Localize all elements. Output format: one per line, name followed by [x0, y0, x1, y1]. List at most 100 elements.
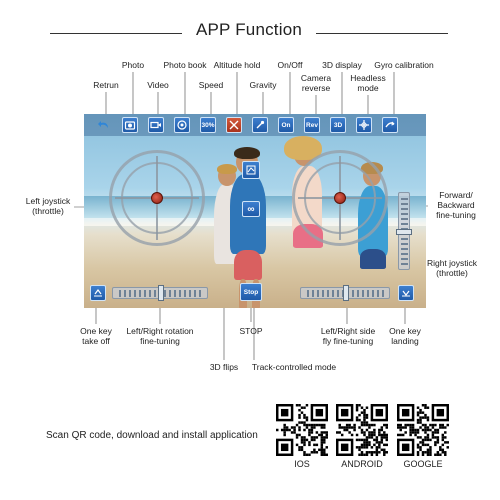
label-photo-book: Photo book: [163, 60, 207, 70]
label-video: Video: [147, 80, 169, 90]
return-arrow-icon: [98, 121, 108, 128]
altitude-hold-icon: [229, 120, 239, 130]
right-joystick[interactable]: [292, 150, 388, 246]
slider-tick: [149, 290, 151, 297]
label-speed: Speed: [198, 80, 224, 90]
slider-tick: [119, 290, 121, 297]
left-joystick-knob[interactable]: [151, 192, 163, 204]
qr-code-google[interactable]: [397, 404, 449, 456]
right-joystick-knob[interactable]: [334, 192, 346, 204]
slider-tick: [401, 238, 408, 240]
side-fly-slider-thumb[interactable]: [343, 285, 349, 301]
slider-tick: [164, 290, 166, 297]
top-toolbar: 30% On Rev 3D: [84, 114, 426, 136]
slider-tick: [134, 290, 136, 297]
camera-reverse-button[interactable]: Rev: [304, 117, 320, 133]
forward-backward-slider[interactable]: [396, 192, 412, 270]
photo-button[interactable]: [122, 117, 138, 133]
label-right-joystick: Right joystick(throttle): [426, 258, 478, 278]
label-left-joystick: Left joystick(throttle): [25, 196, 71, 216]
slider-tick: [327, 290, 329, 297]
slider-tick: [401, 208, 408, 210]
label-track-mode: Track-controlled mode: [251, 362, 337, 372]
right-joystick-outer-ring: [292, 150, 388, 246]
slider-tick: [322, 290, 324, 297]
label-altitude-hold: Altitude hold: [213, 60, 261, 70]
side-fly-fine-tuning-slider[interactable]: [300, 285, 390, 301]
video-button[interactable]: [148, 117, 164, 133]
left-joystick[interactable]: [109, 150, 205, 246]
on-off-button[interactable]: On: [278, 117, 294, 133]
label-stop: STOP: [239, 326, 263, 336]
slider-tick: [401, 223, 408, 225]
app-screen: 30% On Rev 3D ∞: [84, 114, 426, 308]
slider-tick: [401, 248, 408, 250]
one-key-landing-button[interactable]: [398, 285, 414, 301]
rotation-slider-thumb[interactable]: [158, 285, 164, 301]
page-title: APP Function: [195, 20, 303, 39]
slider-tick: [169, 290, 171, 297]
rotation-fine-tuning-slider[interactable]: [112, 285, 208, 301]
slider-tick: [401, 243, 408, 245]
slider-tick: [337, 290, 339, 297]
slider-tick: [401, 203, 408, 205]
track-mode-button[interactable]: [242, 161, 260, 179]
scan-instruction: Scan QR code, download and install appli…: [46, 430, 258, 441]
return-button[interactable]: [96, 117, 112, 133]
label-gyro-calibration: Gyro calibration: [374, 60, 434, 70]
speed-button[interactable]: 30%: [200, 117, 216, 133]
track-mode-icon: [246, 165, 256, 175]
3d-display-button[interactable]: 3D: [330, 117, 346, 133]
slider-tick: [401, 253, 408, 255]
slider-tick: [307, 290, 309, 297]
label-on-off: On/Off: [277, 60, 303, 70]
slider-tick: [184, 290, 186, 297]
slider-tick: [401, 218, 408, 220]
one-key-takeoff-button[interactable]: [90, 285, 106, 301]
slider-tick: [367, 290, 369, 297]
slider-tick: [179, 290, 181, 297]
label-3d-display: 3D display: [322, 60, 362, 70]
qr-android-icon: [336, 404, 388, 456]
slider-tick: [332, 290, 334, 297]
slider-tick: [129, 290, 131, 297]
slider-tick: [154, 290, 156, 297]
headless-mode-button[interactable]: [356, 117, 372, 133]
camera-icon: [124, 121, 136, 130]
slider-tick: [401, 258, 408, 260]
qr-google-icon: [397, 404, 449, 456]
slider-tick: [317, 290, 319, 297]
label-return: Retrun: [93, 80, 119, 90]
forward-backward-slider-thumb[interactable]: [396, 229, 412, 235]
label-3d-flips: 3D flips: [209, 362, 239, 372]
gravity-button[interactable]: [252, 117, 268, 133]
label-gravity: Gravity: [249, 80, 277, 90]
slider-tick: [382, 290, 384, 297]
slider-tick: [312, 290, 314, 297]
slider-tick: [401, 198, 408, 200]
qr-code-ios[interactable]: [276, 404, 328, 456]
left-joystick-outer-ring: [109, 150, 205, 246]
slider-tick: [124, 290, 126, 297]
video-camera-icon: [150, 121, 161, 129]
title-rule-right: [316, 33, 448, 34]
gyro-calibration-button[interactable]: [382, 117, 398, 133]
altitude-hold-button[interactable]: [226, 117, 242, 133]
qr-caption-ios: IOS: [294, 459, 310, 469]
landing-icon: [402, 290, 410, 297]
3d-flip-button[interactable]: ∞: [242, 201, 260, 217]
slider-tick: [144, 290, 146, 297]
headless-crosshair-icon: [359, 120, 369, 130]
photo-book-button[interactable]: [174, 117, 190, 133]
slider-tick: [377, 290, 379, 297]
qr-ios-icon: [276, 404, 328, 456]
qr-code-android[interactable]: [336, 404, 388, 456]
stop-button[interactable]: Stop: [240, 283, 262, 301]
photo-book-icon: [177, 120, 187, 130]
